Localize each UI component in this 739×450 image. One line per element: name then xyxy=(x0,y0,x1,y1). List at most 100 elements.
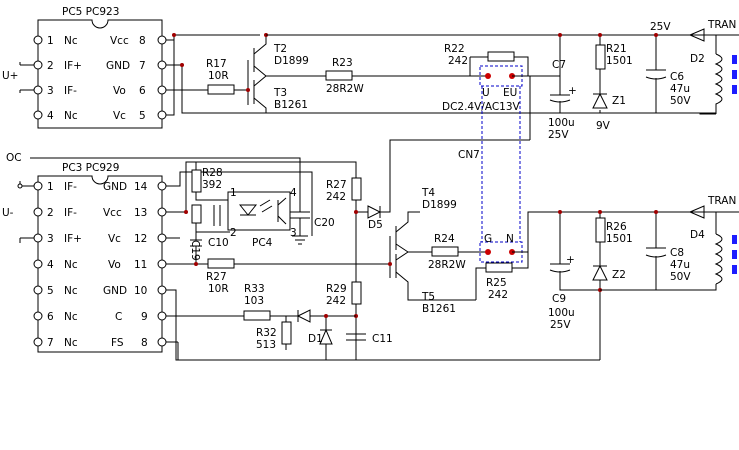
pc3-pin-9 xyxy=(157,311,167,321)
r21-value: 1501 xyxy=(606,55,633,67)
pc3-pin-14-name: GND xyxy=(103,181,127,193)
pc3-pin-9-num: 9 xyxy=(141,311,148,323)
dc-ac-label: DC2.4V/AC13V xyxy=(442,101,521,113)
pc3-body xyxy=(37,175,163,353)
r24-name: R24 xyxy=(434,233,455,245)
r29-value: 242 xyxy=(326,295,346,307)
c9-name: C9 xyxy=(552,293,566,305)
r21 xyxy=(595,44,606,70)
pc3-input-label: U- xyxy=(2,207,14,219)
r28-wire xyxy=(195,162,228,201)
r23-value: 28R2W xyxy=(326,83,364,95)
pc3-pin-4 xyxy=(33,259,43,269)
tran-top-core xyxy=(732,85,737,94)
pc5-pin-2-num: 2 xyxy=(47,60,54,72)
r21-name: R21 xyxy=(606,43,627,55)
pc5-pin-5-name: Vc xyxy=(113,110,126,122)
pc3-pin-14-num: 14 xyxy=(134,181,148,193)
pc3-pin-13-name: Vcc xyxy=(103,207,122,219)
r33 xyxy=(243,310,271,321)
pc3-pin-10-num: 10 xyxy=(134,285,147,297)
t4-value: D1899 xyxy=(422,199,457,211)
r33-name: R33 xyxy=(244,283,265,295)
pc5-pin-7-name: GND xyxy=(106,60,130,72)
r17-name: R17 xyxy=(206,58,227,70)
top-connector-pin-u xyxy=(485,73,491,79)
pc3-pin-2-name: IF- xyxy=(64,207,77,219)
c6 xyxy=(600,35,667,114)
cn7-label: CN7 xyxy=(458,149,480,161)
pc3-vo-wire xyxy=(166,237,390,265)
r24-value: 28R2W xyxy=(428,259,466,271)
pc3-pin-14 xyxy=(157,181,167,191)
pc5-pin-1-num: 1 xyxy=(47,35,54,47)
r27b-value: 10R xyxy=(208,283,229,295)
pc4-pin-2: 2 xyxy=(230,227,237,239)
t4-t5-pair xyxy=(388,211,476,301)
c19-label-group: C19 xyxy=(189,240,201,261)
d-r33 xyxy=(296,309,356,323)
t2-value: D1899 xyxy=(274,55,309,67)
t3-name: T3 xyxy=(273,87,287,99)
c8 xyxy=(600,212,667,291)
r27-a xyxy=(351,177,362,201)
pc5-pin-4-num: 4 xyxy=(47,110,54,122)
c7-name: C7 xyxy=(552,59,566,71)
r32-name: R32 xyxy=(256,327,277,339)
pc5-pin-7 xyxy=(157,60,167,70)
r25-wire xyxy=(475,252,529,300)
node xyxy=(388,262,392,266)
t3-value: B1261 xyxy=(274,99,308,111)
t2-t3-base xyxy=(247,48,255,105)
node xyxy=(598,210,602,214)
pc4-body xyxy=(227,191,291,231)
pc3-pin-7-name: Nc xyxy=(64,337,78,349)
pc3-pin-1 xyxy=(33,181,43,191)
pc4-pin-3: 3 xyxy=(290,227,297,239)
pc3-supply-wires xyxy=(166,161,357,236)
c10-resistor xyxy=(191,204,202,224)
pc3-pin-7-num: 7 xyxy=(47,337,54,349)
node xyxy=(654,33,658,37)
pc3-pin-12-name: Vc xyxy=(108,233,121,245)
pc5-input-wires xyxy=(19,62,34,93)
bottom-connector-pin-g xyxy=(485,249,491,255)
node xyxy=(184,210,188,214)
d2 xyxy=(688,28,705,42)
r27-b xyxy=(207,258,235,269)
pc3-input-terminal xyxy=(17,183,23,189)
d4 xyxy=(688,205,705,219)
t5-value: B1261 xyxy=(422,303,456,315)
c7-value1: 100u xyxy=(548,117,575,129)
tran-top-label: TRAN xyxy=(707,19,736,31)
pc3-pin-5-name: Nc xyxy=(64,285,78,297)
r29 xyxy=(351,281,362,305)
pc4-internals xyxy=(238,197,287,225)
pc3-pin-6-name: Nc xyxy=(64,311,78,323)
node xyxy=(354,210,358,214)
node xyxy=(246,88,250,92)
pc4-pin-1: 1 xyxy=(230,187,237,199)
r26 xyxy=(595,217,606,243)
pc5-pin-3-name: IF- xyxy=(64,85,77,97)
c6-value1: 47u xyxy=(670,83,690,95)
bottom-connector-wire xyxy=(512,211,739,253)
r25-value: 242 xyxy=(488,289,508,301)
pc3-pin-3-name: IF+ xyxy=(64,233,82,245)
oc-label: OC xyxy=(6,152,22,164)
d5 xyxy=(356,139,530,219)
pc3-pin-10 xyxy=(157,285,167,295)
c6-name: C6 xyxy=(670,71,684,83)
pc3-pin-9-name: C xyxy=(115,311,122,323)
pc5-input-label: U+ xyxy=(2,70,18,82)
ic-pc5: PC5 PC923 1 Nc 2 IF+ 3 IF- 4 Nc Vcc 8 GN… xyxy=(33,6,167,129)
t2-t3-legs xyxy=(253,35,267,113)
r22-wire xyxy=(469,56,529,76)
tran-top-core xyxy=(732,70,737,79)
pc3-pin-13 xyxy=(157,207,167,217)
node xyxy=(598,33,602,37)
r28-name: R28 xyxy=(202,167,223,179)
c7 xyxy=(549,76,571,113)
